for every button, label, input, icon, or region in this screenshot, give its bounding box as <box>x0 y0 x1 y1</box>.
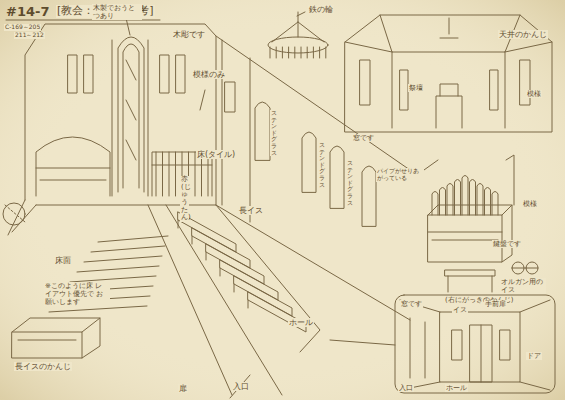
keyboard-note: 鍵盤です <box>492 240 522 248</box>
material-note: 木製でおうとつあり <box>92 4 142 20</box>
window-note: 窓です <box>400 300 423 308</box>
floor-label: 床(タイル) <box>196 150 236 159</box>
cut-range: 211～212 <box>14 32 45 39</box>
pipes <box>432 176 498 216</box>
scene-number: #14-7 <box>6 4 49 19</box>
carpet-label: 赤(じゅうたん) <box>180 176 189 222</box>
floor-label: 床面 <box>54 256 72 265</box>
bench-note: オルガン用のイス <box>500 278 546 294</box>
pattern-note: 模様 <box>526 90 542 98</box>
glass-label: ステンドグラス <box>270 110 278 156</box>
door-label: ドア <box>526 352 542 360</box>
pew-note: 長イスのかんじ <box>14 362 72 371</box>
entrance-label: 入口 <box>232 382 250 391</box>
pipe-note: パイプがせりあがっている <box>376 168 424 182</box>
hall-label: ホール <box>445 384 468 392</box>
hall-label: ホール <box>288 318 314 327</box>
chandelier-label: 鉄の輪 <box>308 5 334 14</box>
door-label: 扉 <box>178 384 188 393</box>
layout-note: ※このように床 レイアウト優先で お願いします <box>44 282 110 306</box>
glass-label: ステンドグラス <box>346 160 354 206</box>
ceiling-note: 天井のかんじ <box>498 30 548 39</box>
door-label: 手前扉 <box>484 300 507 308</box>
pattern-note: 模様のみ <box>192 70 226 79</box>
pew-label: 長イス <box>238 206 264 215</box>
pews <box>178 212 306 332</box>
chair-label: イス <box>452 306 468 314</box>
window-note: 窓です <box>352 134 375 142</box>
altar-label: 祭壇 <box>408 84 424 92</box>
entrance-label: 入口 <box>398 384 414 392</box>
glass-label: ステンドグラス <box>318 142 326 188</box>
candles <box>270 47 326 58</box>
material-note: 木彫です <box>172 30 206 39</box>
pattern-note: 模様 <box>522 200 538 208</box>
cut-range: C-169～205 <box>4 24 41 31</box>
